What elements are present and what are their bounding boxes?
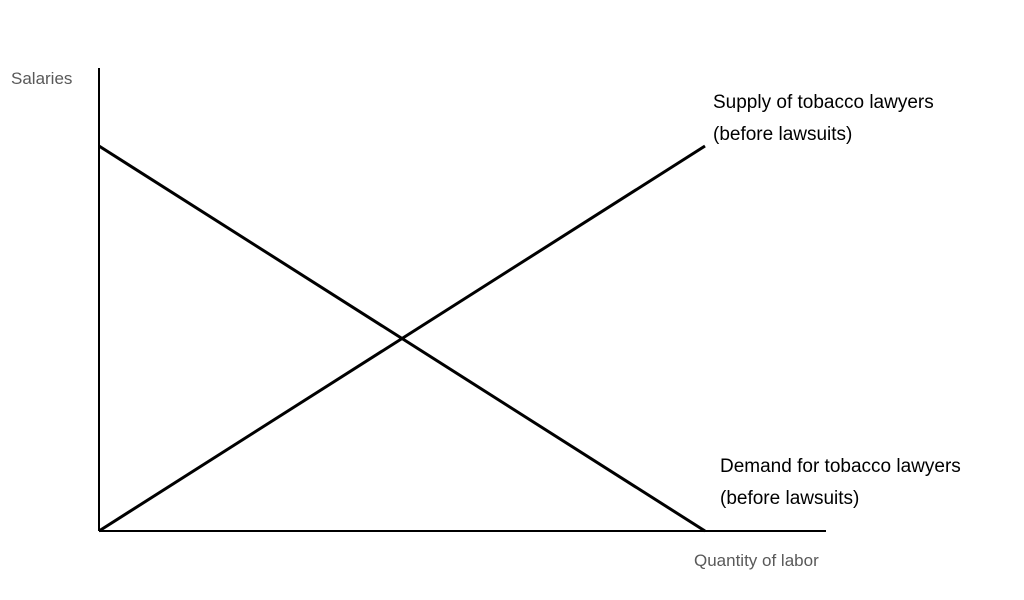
y-axis-title: Salaries	[11, 69, 72, 88]
supply-curve-label-line-1: Supply of tobacco lawyers	[713, 92, 934, 113]
x-axis-title: Quantity of labor	[694, 551, 819, 570]
supply-curve	[98, 144, 706, 533]
supply-curve-label-line-2: (before lawsuits)	[713, 124, 852, 145]
demand-curve-label-line-2: (before lawsuits)	[720, 488, 859, 509]
demand-curve-label-line-1: Demand for tobacco lawyers	[720, 456, 961, 477]
